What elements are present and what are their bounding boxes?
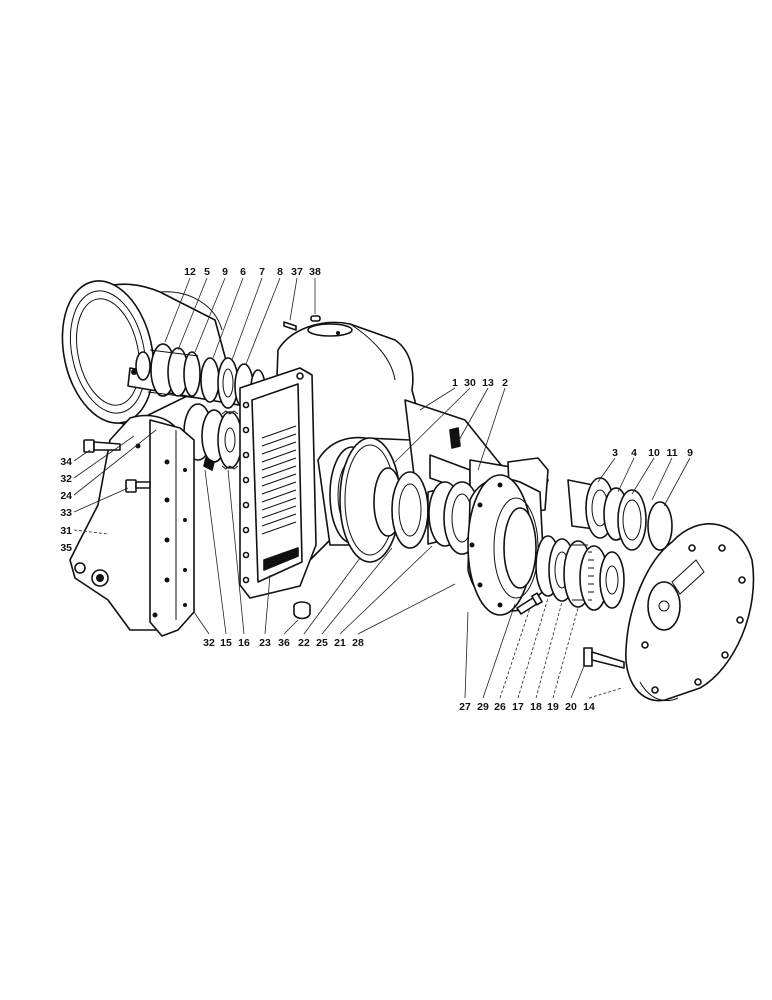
callout: 22	[298, 637, 310, 649]
callout: 19	[547, 701, 559, 713]
callout: 30	[464, 377, 476, 389]
callout: 16	[238, 637, 250, 649]
callout: 14	[583, 701, 595, 713]
callout: 27	[459, 701, 471, 713]
bolt-20	[583, 647, 625, 669]
callout: 17	[512, 701, 524, 713]
callout: 20	[565, 701, 577, 713]
callout: 33	[60, 507, 72, 519]
callout: 9	[222, 266, 228, 278]
callout: 7	[259, 266, 265, 278]
shaft-gears	[127, 343, 271, 411]
bolt-34	[83, 439, 121, 453]
bearing-stack	[535, 535, 625, 611]
callout: 4	[631, 447, 637, 459]
pin-37	[283, 321, 297, 331]
callout: 26	[494, 701, 506, 713]
callout: 29	[477, 701, 489, 713]
callout: 32	[203, 637, 215, 649]
callout: 35	[60, 542, 72, 554]
callout: 38	[309, 266, 321, 278]
callout: 21	[334, 637, 346, 649]
callout: 2	[502, 377, 508, 389]
callout: 10	[648, 447, 660, 459]
callout: 12	[184, 266, 196, 278]
leader-lines	[73, 277, 691, 699]
seal-stack	[567, 477, 673, 551]
callouts-far-right: 3 4 10 11 9	[612, 447, 693, 459]
lower-gear-cluster	[183, 403, 243, 471]
pin-38	[310, 315, 321, 322]
callout: 25	[316, 637, 328, 649]
callout: 15	[220, 637, 232, 649]
flange-hub	[467, 474, 546, 616]
side-cover-plate	[69, 414, 195, 637]
callout: 6	[240, 266, 246, 278]
callouts-bottom-right: 27 29 26 17 18 19 20 14	[459, 701, 595, 713]
bolt-26	[516, 592, 543, 615]
callout: 9	[687, 447, 693, 459]
callout: 13	[482, 377, 494, 389]
callout: 18	[530, 701, 542, 713]
callout: 32	[60, 473, 72, 485]
callouts-bottom-mid: 32 15 16 23 36 22 25 21 28	[203, 637, 364, 649]
callout: 36	[278, 637, 290, 649]
drain-plug	[293, 601, 311, 620]
callout: 11	[666, 447, 677, 459]
callout: 28	[352, 637, 364, 649]
callout: 23	[259, 637, 271, 649]
outer-flange-plate	[625, 523, 755, 702]
callout: 34	[60, 456, 72, 468]
callouts-left: 34 32 24 33 31 35	[60, 456, 72, 554]
callout: 1	[452, 377, 458, 389]
callout: 37	[291, 266, 303, 278]
callouts-upper-right: 1 30 13 2	[452, 377, 508, 389]
callout: 8	[277, 266, 283, 278]
callouts-top: 12 5 9 6 7 8 37 38	[184, 266, 321, 278]
bolt-33	[125, 479, 151, 493]
callout: 5	[204, 266, 210, 278]
callout: 24	[60, 490, 72, 502]
callout: 3	[612, 447, 618, 459]
callout: 31	[60, 525, 72, 537]
